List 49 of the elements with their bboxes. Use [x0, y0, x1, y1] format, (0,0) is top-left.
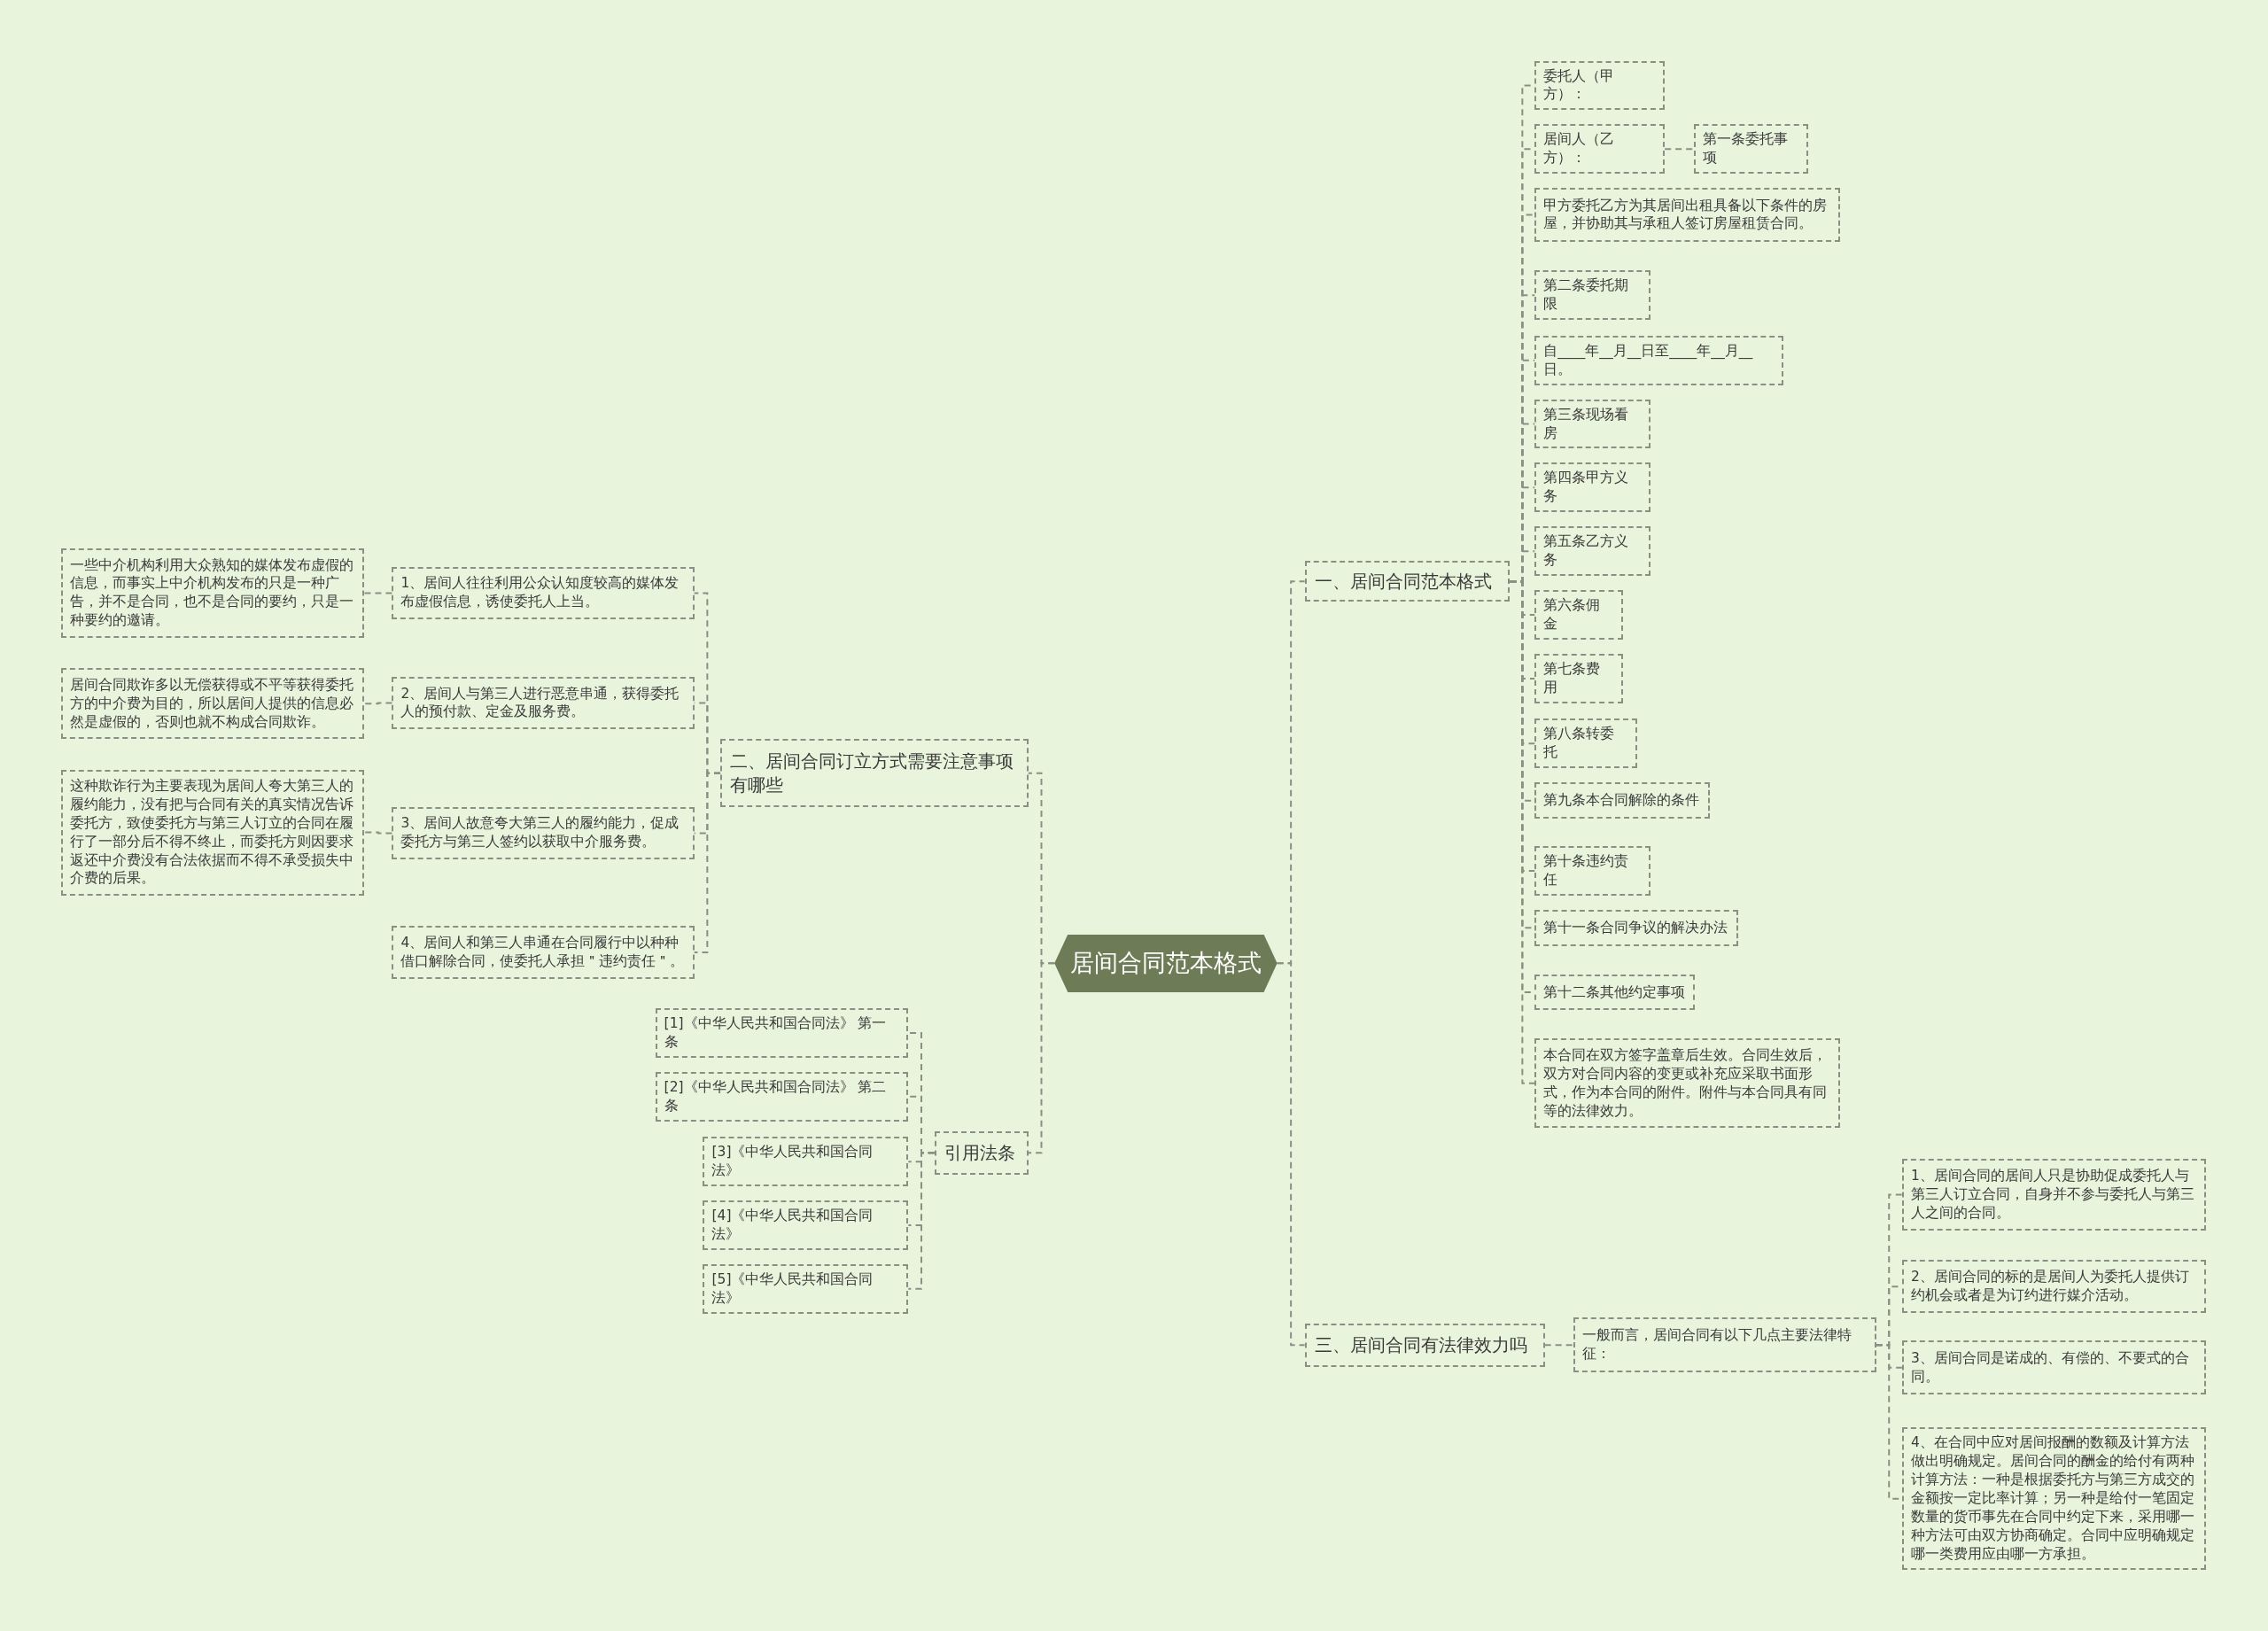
note-box: 一般而言，居间合同有以下几点主要法律特征：	[1573, 1317, 1876, 1373]
note-box: 这种欺诈行为主要表现为居间人夸大第三人的履约能力，没有把与合同有关的真实情况告诉委托方，致使委托方与第三人订立的合同在履行了一部分后不得不终止，而委托方则因要求返还中介费没有合法依据而不得不承受损失中介费的后果。	[60, 769, 365, 896]
connector-line	[1509, 580, 1536, 1084]
note-box: 居间合同欺诈多以无偿获得或不平等获得委托方的中介费为目的，所以居间人提供的信息必然是虚假的，否则也就不构成合同欺诈。	[60, 668, 365, 740]
note-box: 第七条费用	[1534, 653, 1623, 703]
note-box: 第二条委托期限	[1534, 270, 1651, 321]
note-box: 4、在合同中应对居间报酬的数额及计算方法做出明确规定。居间合同的酬金的给付有两种计算方法：一种是根据委托方与第三方成交的金额按一定比率计算；另一种是给付一笔固定数量的货币事先在合同中约定下来，采用哪一种方法可由双方协商确定。合同中应明确规定哪一类费用应由哪一方承担。	[1901, 1427, 2206, 1570]
note-box: 2、居间人与第三人进行恶意串通，获得委托人的预付款、定金及服务费。	[392, 677, 695, 729]
connector-line	[693, 772, 722, 954]
note-box: 2、居间合同的标的是居间人为委托人提供订约机会或者是为订约进行媒介活动。	[1901, 1260, 2206, 1314]
note-box: 第八条转委托	[1534, 718, 1638, 769]
note-box: 第十二条其他约定事项	[1534, 975, 1696, 1010]
topic-box: 三、居间合同有法律效力吗	[1304, 1323, 1545, 1367]
note-box: [1]《中华人民共和国合同法》 第一条	[655, 1007, 909, 1058]
connector-line	[907, 1152, 936, 1290]
note-box: 第九条本合同解除的条件	[1534, 782, 1710, 819]
connector-line	[363, 831, 393, 835]
note-box: 1、居间人往往利用公众认知度较高的媒体发布虚假信息，诱使委托人上当。	[392, 567, 695, 619]
note-box: [5]《中华人民共和国合同法》	[703, 1263, 909, 1314]
note-box: 第四条甲方义务	[1534, 462, 1651, 513]
connector-line	[363, 702, 393, 705]
topic-box: 二、居间合同订立方式需要注意事项有哪些	[720, 739, 1029, 807]
connector-line	[1543, 1344, 1575, 1347]
note-box: 3、居间合同是诺成的、有偿的、不要式的合同。	[1901, 1340, 2206, 1394]
note-box: 3、居间人故意夸大第三人的履约能力，促成委托方与第三人签约以获取中介服务费。	[392, 807, 695, 859]
connector-line	[1027, 962, 1056, 1154]
note-box: 第一条委托事项	[1693, 124, 1808, 175]
note-box: 4、居间人和第三人串通在合同履行中以种种借口解除合同，使委托人承担＂违约责任＂。	[392, 925, 695, 980]
connector-line	[1664, 148, 1695, 151]
topic-box: 引用法条	[934, 1130, 1029, 1175]
note-box: 第六条佣金	[1534, 590, 1623, 640]
note-box: [2]《中华人民共和国合同法》 第二条	[655, 1071, 909, 1122]
note-box: 本合同在双方签字盖章后生效。合同生效后，双方对合同内容的变更或补充应采取书面形式，作为本合同的附件。附件与本合同具有同等的法律效力。	[1534, 1038, 1840, 1129]
note-box: [4]《中华人民共和国合同法》	[703, 1200, 909, 1250]
note-box: 1、居间合同的居间人只是协助促成委托人与第三人订立合同，自身并不参与委托人与第三人之间的合同。	[1901, 1158, 2206, 1231]
connector-line	[363, 592, 393, 594]
note-box: 第十条违约责任	[1534, 846, 1651, 896]
note-box: 居间人（乙方）：	[1534, 124, 1666, 175]
connector-line	[1276, 962, 1306, 1347]
central-topic: 居间合同范本格式	[1054, 934, 1278, 992]
note-box: 委托人（甲方）：	[1534, 60, 1666, 111]
note-box: 自____年__月__日至____年__月__日。	[1534, 335, 1784, 385]
note-box: 第十一条合同争议的解决办法	[1534, 909, 1739, 946]
note-box: 第三条现场看房	[1534, 399, 1651, 449]
note-box: [3]《中华人民共和国合同法》	[703, 1137, 909, 1187]
note-box: 一些中介机构利用大众熟知的媒体发布虚假的信息，而事实上中介机构发布的只是一种广告，并不是合同，也不是合同的要约，只是一种要约的邀请。	[60, 548, 365, 638]
topic-box: 一、居间合同范本格式	[1304, 561, 1511, 602]
note-box: 甲方委托乙方为其居间出租具备以下条件的房屋，并协助其与承租人签订房屋租赁合同。	[1534, 188, 1840, 242]
note-box: 第五条乙方义务	[1534, 526, 1651, 577]
